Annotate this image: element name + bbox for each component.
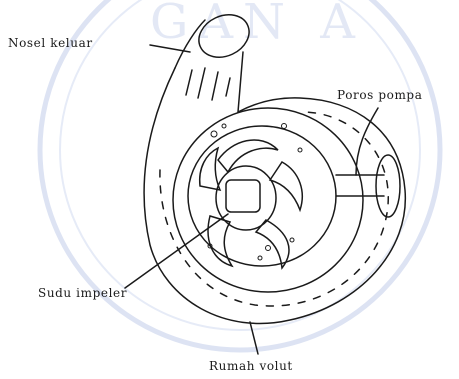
- outlet-nozzle-opening: [192, 7, 256, 65]
- label-outlet-nozzle: Nosel keluar: [8, 36, 93, 50]
- volute-inner-wall: [173, 108, 363, 292]
- nozzle-flow-marks: [186, 68, 230, 100]
- outlet-nozzle-tube: [175, 20, 205, 68]
- impeller-hub: [226, 180, 260, 212]
- label-pump-shaft: Poros pompa: [337, 88, 422, 102]
- impeller-blades: [200, 140, 303, 268]
- impeller-texture: [208, 124, 302, 261]
- label-impeller-blades: Sudu impeler: [38, 286, 127, 300]
- leader-volute-casing: [250, 322, 258, 354]
- label-volute-casing: Rumah volut: [209, 359, 293, 373]
